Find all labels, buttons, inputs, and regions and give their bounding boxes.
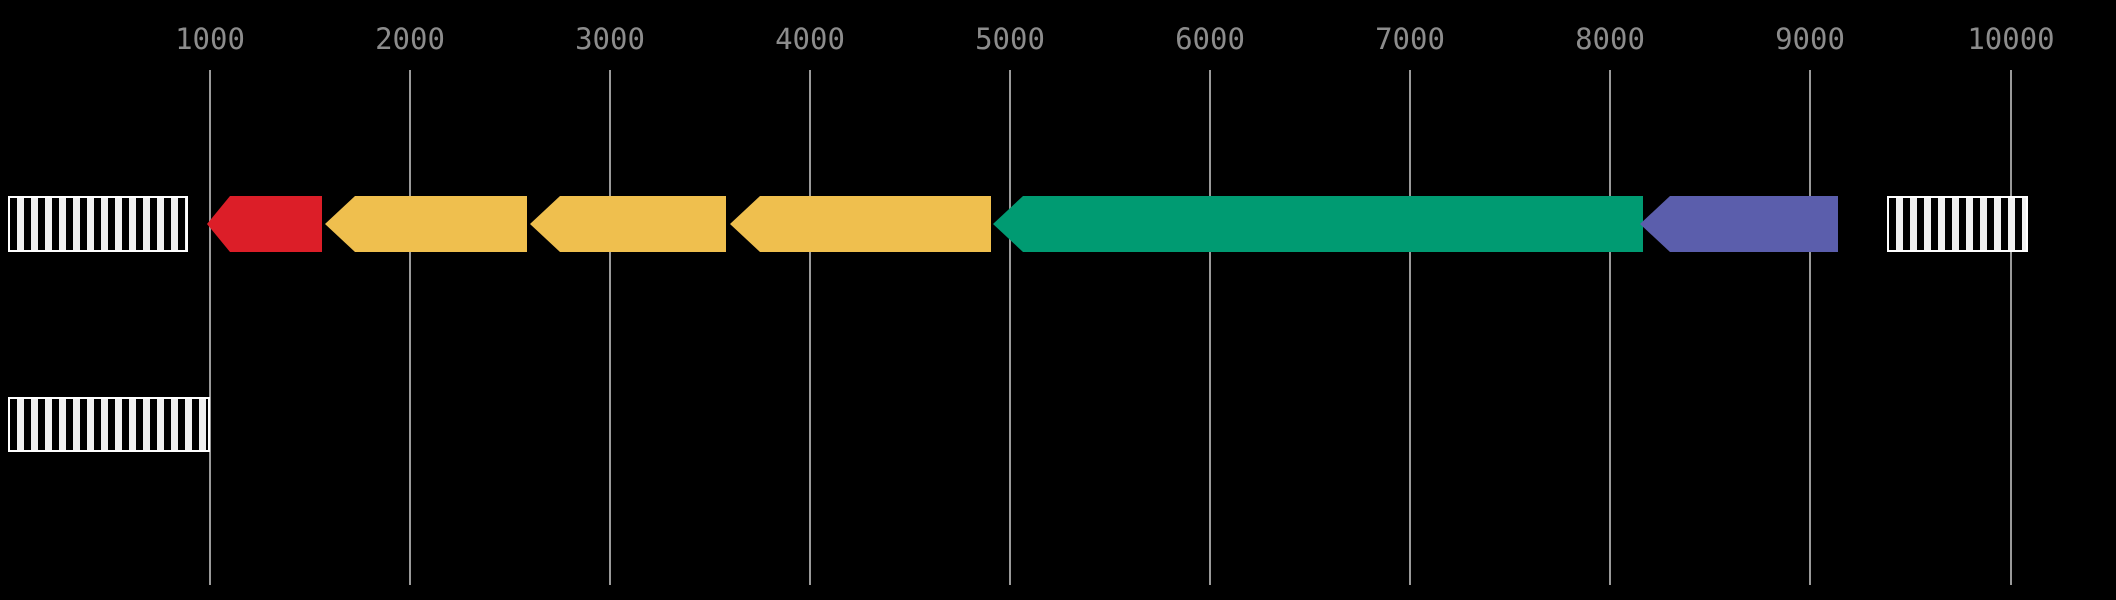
gridline-1000 [209, 70, 211, 585]
tick-label-7000: 7000 [1375, 22, 1445, 56]
gridline-3000 [609, 70, 611, 585]
feature-hatched-block-right[interactable] [1887, 196, 2028, 252]
feature-hatched-block-left[interactable] [8, 196, 188, 252]
tick-label-2000: 2000 [375, 22, 445, 56]
gridline-7000 [1409, 70, 1411, 585]
tick-label-4000: 4000 [775, 22, 845, 56]
tick-label-3000: 3000 [575, 22, 645, 56]
tick-label-9000: 9000 [1775, 22, 1845, 56]
feature-gene-yellow-2[interactable] [530, 196, 726, 252]
gridline-4000 [809, 70, 811, 585]
feature-gene-green[interactable] [993, 196, 1643, 252]
tick-label-1000: 1000 [175, 22, 245, 56]
tick-label-5000: 5000 [975, 22, 1045, 56]
feature-gene-yellow-1[interactable] [325, 196, 527, 252]
gridline-6000 [1209, 70, 1211, 585]
feature-gene-red[interactable] [207, 196, 322, 252]
gridline-10000 [2010, 70, 2012, 585]
tick-label-6000: 6000 [1175, 22, 1245, 56]
tick-label-8000: 8000 [1575, 22, 1645, 56]
tick-label-10000: 10000 [1967, 22, 2055, 56]
feature-hatched-block-lower[interactable] [8, 397, 210, 452]
gridline-9000 [1809, 70, 1811, 585]
feature-gene-yellow-3[interactable] [730, 196, 991, 252]
gridline-2000 [409, 70, 411, 585]
feature-gene-purple[interactable] [1640, 196, 1838, 252]
gridline-5000 [1009, 70, 1011, 585]
gridline-8000 [1609, 70, 1611, 585]
